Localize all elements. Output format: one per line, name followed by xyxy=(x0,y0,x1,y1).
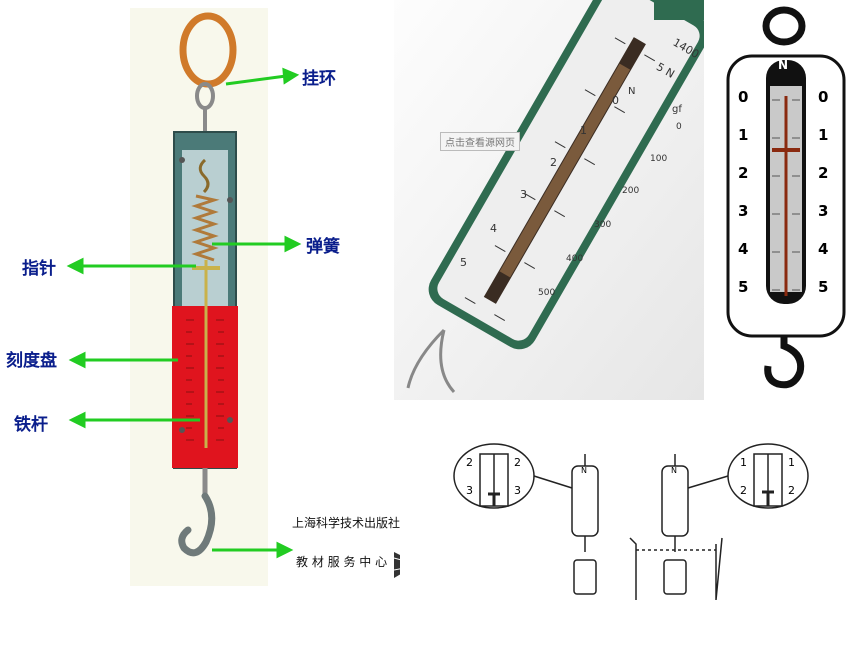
photo-n-tick-4: 4 xyxy=(490,222,497,235)
left-zoom-tick-3-right: 3 xyxy=(514,484,521,497)
photo-n-tick-0: 0 xyxy=(612,94,619,107)
vscale-left-2: 2 xyxy=(738,164,749,182)
vscale-left-4: 4 xyxy=(738,240,749,258)
vscale-right-0: 0 xyxy=(818,88,829,106)
publisher-logo-icon xyxy=(393,552,400,578)
right-zoom-tick-1-right: 1 xyxy=(788,456,795,469)
photo-gf-tick-500: 500 xyxy=(538,288,556,298)
vscale-right-1: 1 xyxy=(818,126,829,144)
vscale-right-3: 3 xyxy=(818,202,829,220)
photo-illustration xyxy=(394,0,704,400)
left-zoom-tick-3-left: 3 xyxy=(466,484,473,497)
left-zoom-tick-2-left: 2 xyxy=(466,456,473,469)
left-scale-unit: N xyxy=(581,466,587,475)
photo-gf-tick-400: 400 xyxy=(566,254,584,264)
vertical-unit-n: N xyxy=(778,58,789,72)
vertical-spring-scale: N 0 1 2 3 4 5 0 1 2 3 4 5 xyxy=(722,0,860,400)
left-zoom-tick-2-right: 2 xyxy=(514,456,521,469)
photo-n-tick-2: 2 xyxy=(550,156,557,169)
publisher-line-2: 教 材 服 务 中 心 xyxy=(296,555,388,569)
vscale-right-2: 2 xyxy=(818,164,829,182)
photo-gf-tick-100: 100 xyxy=(650,154,668,164)
label-iron-rod: 铁杆 xyxy=(14,415,48,435)
buoyancy-experiment-diagram: 2 3 2 3 N N 1 2 1 2 xyxy=(450,440,820,600)
label-hanging-ring: 挂环 xyxy=(302,69,336,89)
photo-unit-gf: gf xyxy=(672,104,682,115)
label-spring: 弹簧 xyxy=(306,237,340,257)
right-scale-unit: N xyxy=(671,466,677,475)
photo-gf-tick-0: 0 xyxy=(676,122,682,132)
photo-n-tick-5: 5 xyxy=(460,256,467,269)
bottom-hook xyxy=(178,492,216,557)
spring-scale-diagram: 挂环 弹簧 指针 刻度盘 铁杆 上海科学技术出版社 教 材 服 务 中 心 xyxy=(0,0,400,600)
photo-gf-tick-200: 200 xyxy=(622,186,640,196)
vscale-left-5: 5 xyxy=(738,278,749,296)
vscale-right-4: 4 xyxy=(818,240,829,258)
label-pointer: 指针 xyxy=(22,259,56,279)
right-zoom-tick-1-left: 1 xyxy=(740,456,747,469)
vertical-scale-illustration xyxy=(726,6,846,389)
right-zoom-tick-2-left: 2 xyxy=(740,484,747,497)
vscale-left-3: 3 xyxy=(738,202,749,220)
experiment-illustration xyxy=(453,443,809,600)
spring-coil xyxy=(191,194,220,262)
photo-gf-tick-300: 300 xyxy=(594,220,612,230)
vscale-right-5: 5 xyxy=(818,278,829,296)
publisher-line-1: 上海科学技术出版社 xyxy=(292,516,400,530)
view-source-tooltip[interactable]: 点击查看源网页 xyxy=(440,132,520,151)
photo-n-tick-1: 1 xyxy=(580,124,587,137)
right-zoom-tick-2-right: 2 xyxy=(788,484,795,497)
vscale-left-1: 1 xyxy=(738,126,749,144)
vscale-left-0: 0 xyxy=(738,88,749,106)
spring-balance-photo: 点击查看源网页 1400 5 N N gf 0 1 2 3 4 5 0 100 … xyxy=(394,0,704,400)
photo-unit-n: N xyxy=(628,86,636,97)
spring-scale-illustration xyxy=(66,8,302,586)
photo-n-tick-3: 3 xyxy=(520,188,527,201)
label-scale-plate: 刻度盘 xyxy=(6,351,57,371)
